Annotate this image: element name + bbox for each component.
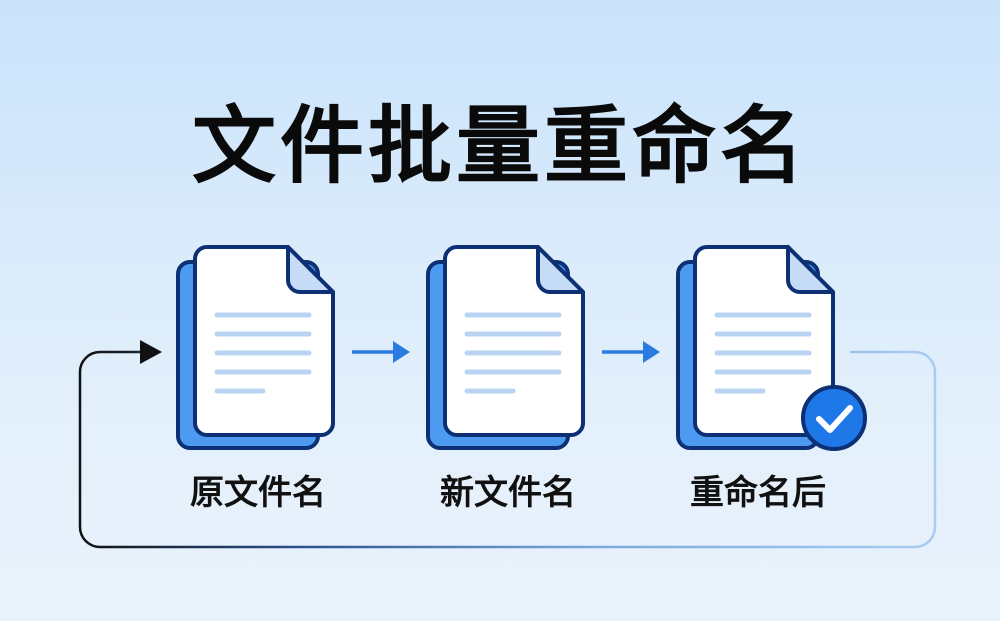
loop-line [78, 350, 937, 549]
arrow-right-icon-1 [352, 341, 410, 363]
document-stack-icon-new [428, 247, 583, 448]
step-label-original: 原文件名 [190, 473, 326, 513]
step-label-renamed: 重命名后 [690, 473, 826, 513]
loop-arrowhead-icon [140, 340, 162, 364]
step-label-new: 新文件名 [440, 473, 576, 513]
check-badge-icon [801, 385, 867, 451]
document-stack-icon-original [178, 247, 333, 448]
arrow-right-icon-2 [602, 341, 660, 363]
page-title: 文件批量重命名 [191, 97, 808, 195]
